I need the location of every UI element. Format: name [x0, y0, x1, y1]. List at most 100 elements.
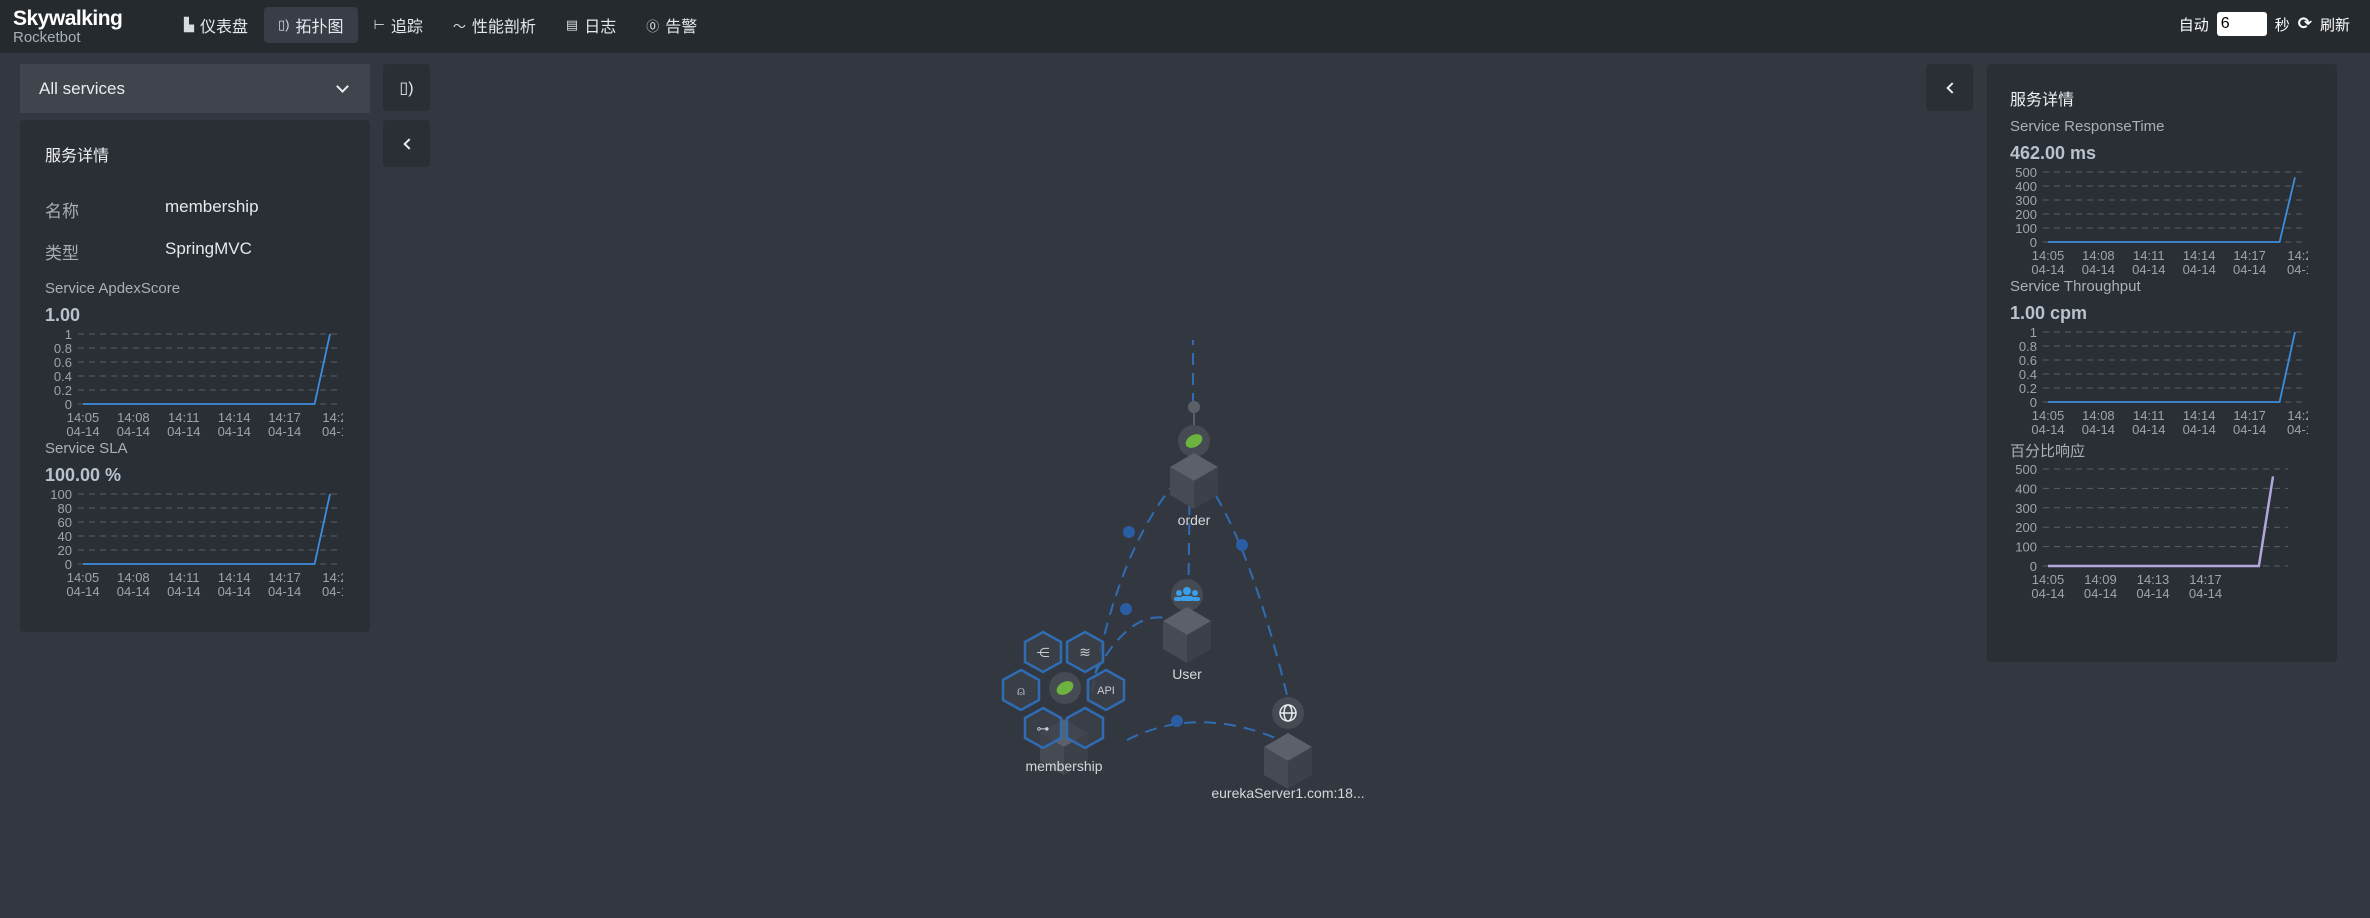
hex-tree-button[interactable] — [1023, 630, 1063, 674]
interval-input[interactable] — [2216, 12, 2267, 36]
log-icon: ▤ — [565, 17, 579, 32]
name-label: 名称 — [45, 202, 79, 221]
svg-text:1: 1 — [2030, 325, 2037, 340]
svg-text:04-14: 04-14 — [2233, 262, 2266, 277]
svg-text:04-14: 04-14 — [268, 584, 301, 599]
svg-text:04-14: 04-14 — [2082, 262, 2115, 277]
svg-text:04-14: 04-14 — [2132, 422, 2165, 437]
type-value: SpringMVC — [165, 239, 252, 258]
hex-share-button[interactable] — [1023, 706, 1063, 750]
percentile-chart[interactable]: 010020030040050014:0504-1414:0904-1414:1… — [1998, 461, 2308, 621]
node-user[interactable]: User — [1163, 579, 1211, 682]
refresh-icon[interactable]: ⟳ — [2297, 14, 2312, 33]
svg-text:14:08: 14:08 — [117, 570, 150, 585]
collapse-left-button[interactable] — [383, 120, 430, 167]
svg-text:04-14: 04-14 — [2082, 422, 2115, 437]
svg-text:04-14: 04-14 — [2183, 262, 2216, 277]
topology-canvas[interactable]: order User eurekaServer1.com:18... — [0, 53, 2370, 918]
svg-text:14:2: 14:2 — [2287, 408, 2308, 423]
svg-text:04-1: 04-1 — [322, 424, 343, 439]
apdex-label: Service ApdexScore — [45, 280, 181, 297]
svg-text:0.6: 0.6 — [54, 355, 72, 370]
nav-alarm[interactable]: ⓪ 告警 — [632, 7, 711, 43]
share-icon: ⊶ — [1037, 721, 1050, 736]
nav-label: 日志 — [584, 19, 617, 36]
service-select[interactable]: All services — [20, 64, 370, 113]
logo-subtitle: Rocketbot — [13, 29, 81, 46]
nav-dashboard[interactable]: ▙仪表盘 — [170, 7, 262, 43]
alarm-icon: ⍝ — [1017, 683, 1025, 698]
svg-text:14:2: 14:2 — [322, 410, 343, 425]
svg-text:14:05: 14:05 — [2032, 248, 2065, 263]
edge-dots[interactable] — [1120, 480, 1248, 727]
svg-text:04-14: 04-14 — [218, 584, 251, 599]
chevron-down-icon — [336, 79, 349, 93]
svg-text:300: 300 — [2015, 501, 2037, 516]
response-time-label: Service ResponseTime — [2010, 118, 2165, 135]
nav-label: 性能剖析 — [471, 19, 536, 36]
svg-text:14:05: 14:05 — [67, 410, 100, 425]
apdex-value: 1.00 — [45, 305, 81, 325]
svg-text:14:2: 14:2 — [322, 570, 343, 585]
svg-text:80: 80 — [58, 501, 72, 516]
nav-topology[interactable]: ▯)拓扑图 — [264, 7, 358, 43]
svg-text:0.2: 0.2 — [54, 383, 72, 398]
hex-empty-button[interactable] — [1065, 706, 1105, 750]
collapse-right-button[interactable] — [1926, 64, 1973, 111]
api-icon: API — [1097, 685, 1115, 697]
svg-text:04-14: 04-14 — [2136, 586, 2169, 601]
sla-label: Service SLA — [45, 440, 128, 457]
globe-icon — [1279, 704, 1297, 722]
alarm-icon: ⓪ — [646, 18, 660, 34]
throughput-chart[interactable]: 00.20.40.60.8114:0504-1414:0804-1414:110… — [1998, 324, 2313, 439]
spring-leaf-icon — [1056, 681, 1074, 695]
nav-trace[interactable]: ⊢追踪 — [360, 7, 437, 43]
svg-text:04-14: 04-14 — [66, 584, 99, 599]
svg-text:1: 1 — [65, 327, 72, 342]
svg-text:100: 100 — [50, 487, 72, 502]
sla-chart[interactable]: 02040608010014:0504-1414:0804-1414:1104-… — [33, 486, 348, 601]
throughput-label: Service Throughput — [2010, 278, 2141, 295]
svg-text:0: 0 — [2030, 235, 2037, 250]
node-label: order — [1178, 512, 1211, 528]
response-time-value: 462.00 ms — [2010, 143, 2097, 163]
hex-api-button[interactable] — [1086, 668, 1126, 712]
svg-text:0: 0 — [65, 397, 72, 412]
svg-text:14:17: 14:17 — [2233, 248, 2266, 263]
apdex-chart[interactable]: 00.20.40.60.8114:0504-1414:0804-1414:110… — [33, 326, 348, 441]
tree-icon: ⋲ — [1037, 645, 1050, 660]
auto-label: 自动 — [2178, 16, 2209, 34]
refresh-button[interactable]: 刷新 — [2319, 16, 2350, 34]
node-eureka[interactable]: eurekaServer1.com:18... — [1211, 697, 1365, 801]
response-time-chart[interactable]: 010020030040050014:0504-1414:0804-1414:1… — [1998, 164, 2313, 279]
svg-text:0.8: 0.8 — [54, 341, 72, 356]
nav-log[interactable]: ▤ 日志 — [552, 7, 630, 43]
svg-text:100: 100 — [2015, 540, 2037, 555]
toggle-layout-button[interactable]: ▯) — [383, 64, 430, 111]
type-label: 类型 — [45, 244, 79, 263]
logo: Skywalking Rocketbot — [13, 8, 123, 46]
hex-layers-button[interactable] — [1065, 630, 1105, 674]
svg-text:14:08: 14:08 — [2082, 408, 2115, 423]
node-label: eurekaServer1.com:18... — [1211, 785, 1364, 801]
svg-text:14:11: 14:11 — [168, 570, 200, 585]
svg-text:04-14: 04-14 — [117, 584, 150, 599]
node-membership[interactable]: ⋲ ≋ ⍝ API ⊶ membership — [1001, 630, 1126, 775]
svg-text:04-1: 04-1 — [2287, 262, 2308, 277]
type-row: 类型 SpringMVC — [45, 239, 345, 264]
svg-text:14:05: 14:05 — [2032, 408, 2065, 423]
nav-label: 拓扑图 — [295, 19, 344, 36]
svg-text:14:11: 14:11 — [168, 410, 200, 425]
throughput-value: 1.00 cpm — [2010, 303, 2088, 323]
svg-text:04-1: 04-1 — [322, 584, 343, 599]
svg-text:14:13: 14:13 — [2137, 572, 2170, 587]
hex-alarm-button[interactable] — [1001, 668, 1041, 712]
nav-label: 告警 — [665, 19, 698, 36]
node-order[interactable]: order — [1170, 401, 1218, 528]
svg-text:04-14: 04-14 — [2031, 262, 2064, 277]
svg-text:0.4: 0.4 — [2019, 367, 2037, 382]
svg-text:04-14: 04-14 — [66, 424, 99, 439]
nav-profile[interactable]: 〜性能剖析 — [439, 7, 550, 43]
